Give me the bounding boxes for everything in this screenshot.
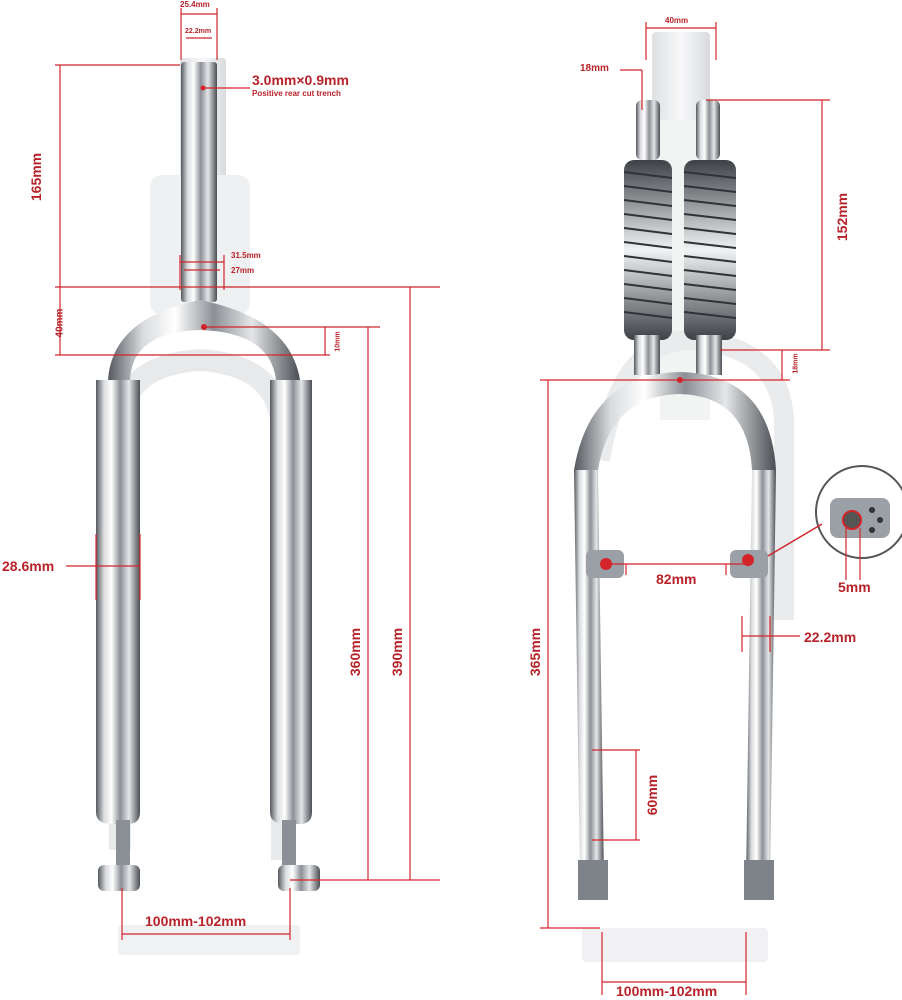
label-steerer-outer: 25.4mm bbox=[180, 0, 210, 9]
label-boss-spacing: 82mm bbox=[656, 571, 697, 587]
left-axle-nut-right bbox=[278, 865, 320, 891]
label-dropout-length: 60mm bbox=[644, 774, 661, 816]
label-crown-offset: 10mm bbox=[334, 331, 342, 352]
left-fork-leg-left bbox=[96, 380, 140, 824]
left-axle-nut-left bbox=[98, 865, 140, 891]
right-fork bbox=[574, 32, 794, 962]
label-trench-note: Positive rear cut trench bbox=[252, 89, 341, 98]
right-spring-left-cap bbox=[636, 100, 660, 160]
right-spring-left bbox=[623, 160, 673, 340]
label-left-axle-width: 100mm-102mm bbox=[145, 913, 247, 929]
label-boss-hole: 5mm bbox=[838, 579, 871, 595]
label-left-total-length: 390mm bbox=[389, 627, 406, 677]
right-fork-leg-right bbox=[746, 470, 776, 880]
label-left-leg-length: 360mm bbox=[347, 627, 364, 677]
boss-detail-inset bbox=[767, 465, 902, 559]
left-fork bbox=[96, 58, 320, 955]
label-crown-height: 40mm bbox=[54, 308, 66, 338]
label-steerer-width: 40mm bbox=[665, 16, 689, 25]
label-spring-length: 152mm bbox=[834, 192, 851, 242]
right-fork-leg-left bbox=[574, 470, 604, 880]
label-trench-size: 3.0mm×0.9mm bbox=[252, 72, 349, 88]
dimension-lines bbox=[55, 8, 861, 995]
label-spring-top: 18mm bbox=[580, 63, 609, 74]
left-steerer-tube bbox=[181, 62, 217, 302]
left-fork-crown bbox=[108, 300, 300, 380]
label-crown-gap: 18mm bbox=[792, 353, 800, 374]
label-right-leg-length: 365mm bbox=[527, 627, 544, 677]
label-crown-inner: 27mm bbox=[231, 266, 255, 275]
label-right-leg-diameter: 22.2mm bbox=[804, 629, 857, 645]
left-fork-leg-right bbox=[270, 380, 312, 824]
label-left-leg-diameter: 28.6mm bbox=[2, 558, 55, 574]
label-steerer-length: 165mm bbox=[28, 152, 45, 202]
right-fork-crown bbox=[574, 372, 776, 470]
label-steerer-inner: 22.2mm bbox=[185, 28, 212, 35]
label-right-axle-width: 100mm-102mm bbox=[616, 983, 718, 999]
right-spring-right-cap bbox=[696, 100, 720, 160]
label-crown-outer: 31.5mm bbox=[231, 251, 261, 260]
right-spring-right bbox=[683, 160, 737, 340]
